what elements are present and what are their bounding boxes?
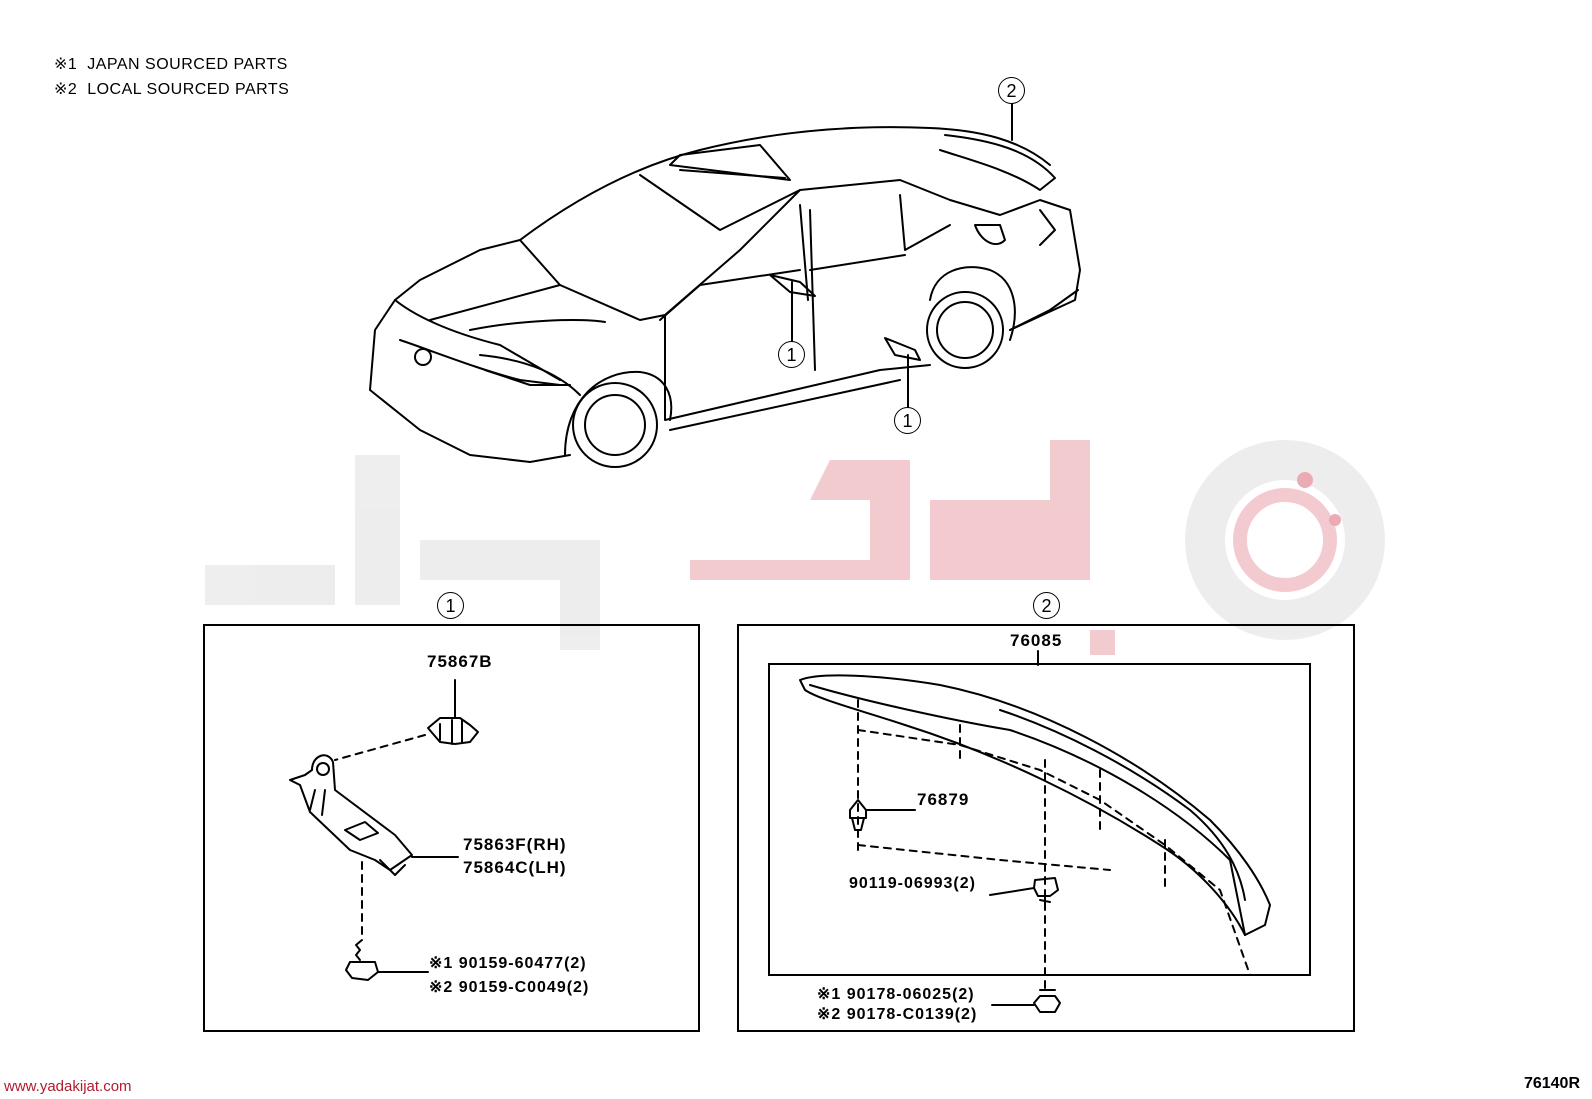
part-90159-c0049: ※2 90159-C0049(2): [429, 979, 590, 996]
part-75863f: 75863F(RH): [463, 835, 567, 854]
diagram-code: 76140R: [1523, 1075, 1580, 1092]
legend-japan: ※1 JAPAN SOURCED PARTS: [54, 54, 288, 74]
part-90178-c0139: ※2 90178-C0139(2): [817, 1006, 978, 1023]
part-76085: 76085: [1010, 631, 1063, 650]
legend-mark-1: ※1: [54, 56, 78, 73]
car-outline: [369, 102, 1081, 468]
part-90159-60477: ※1 90159-60477(2): [429, 955, 587, 972]
part-76879: 76879: [917, 790, 970, 809]
watermark-logo: [205, 440, 1385, 655]
part-75864c: 75864C(LH): [463, 858, 567, 877]
panel1-drawing: [289, 679, 479, 981]
panel2-drawing: [799, 650, 1271, 1013]
callout-2-car: 2: [998, 77, 1025, 104]
callout-1-car-front: 1: [778, 341, 805, 368]
legend-text-1: JAPAN SOURCED PARTS: [87, 56, 288, 73]
legend-local: ※2 LOCAL SOURCED PARTS: [54, 79, 289, 99]
panel-2-inner-frame: [768, 663, 1311, 976]
panel2-number: 2: [1033, 592, 1060, 619]
panel-1: [203, 624, 700, 1032]
part-75867b: 75867B: [427, 652, 493, 671]
part-90178-06025: ※1 90178-06025(2): [817, 986, 975, 1003]
panel-2: [737, 624, 1355, 1032]
callout-1-car-rear: 1: [894, 407, 921, 434]
footer-url[interactable]: www.yadakijat.com: [4, 1078, 132, 1095]
legend-text-2: LOCAL SOURCED PARTS: [87, 81, 290, 98]
part-90119-06993: 90119-06993(2): [849, 875, 976, 892]
panel1-number: 1: [437, 592, 464, 619]
legend-mark-2: ※2: [54, 81, 78, 98]
